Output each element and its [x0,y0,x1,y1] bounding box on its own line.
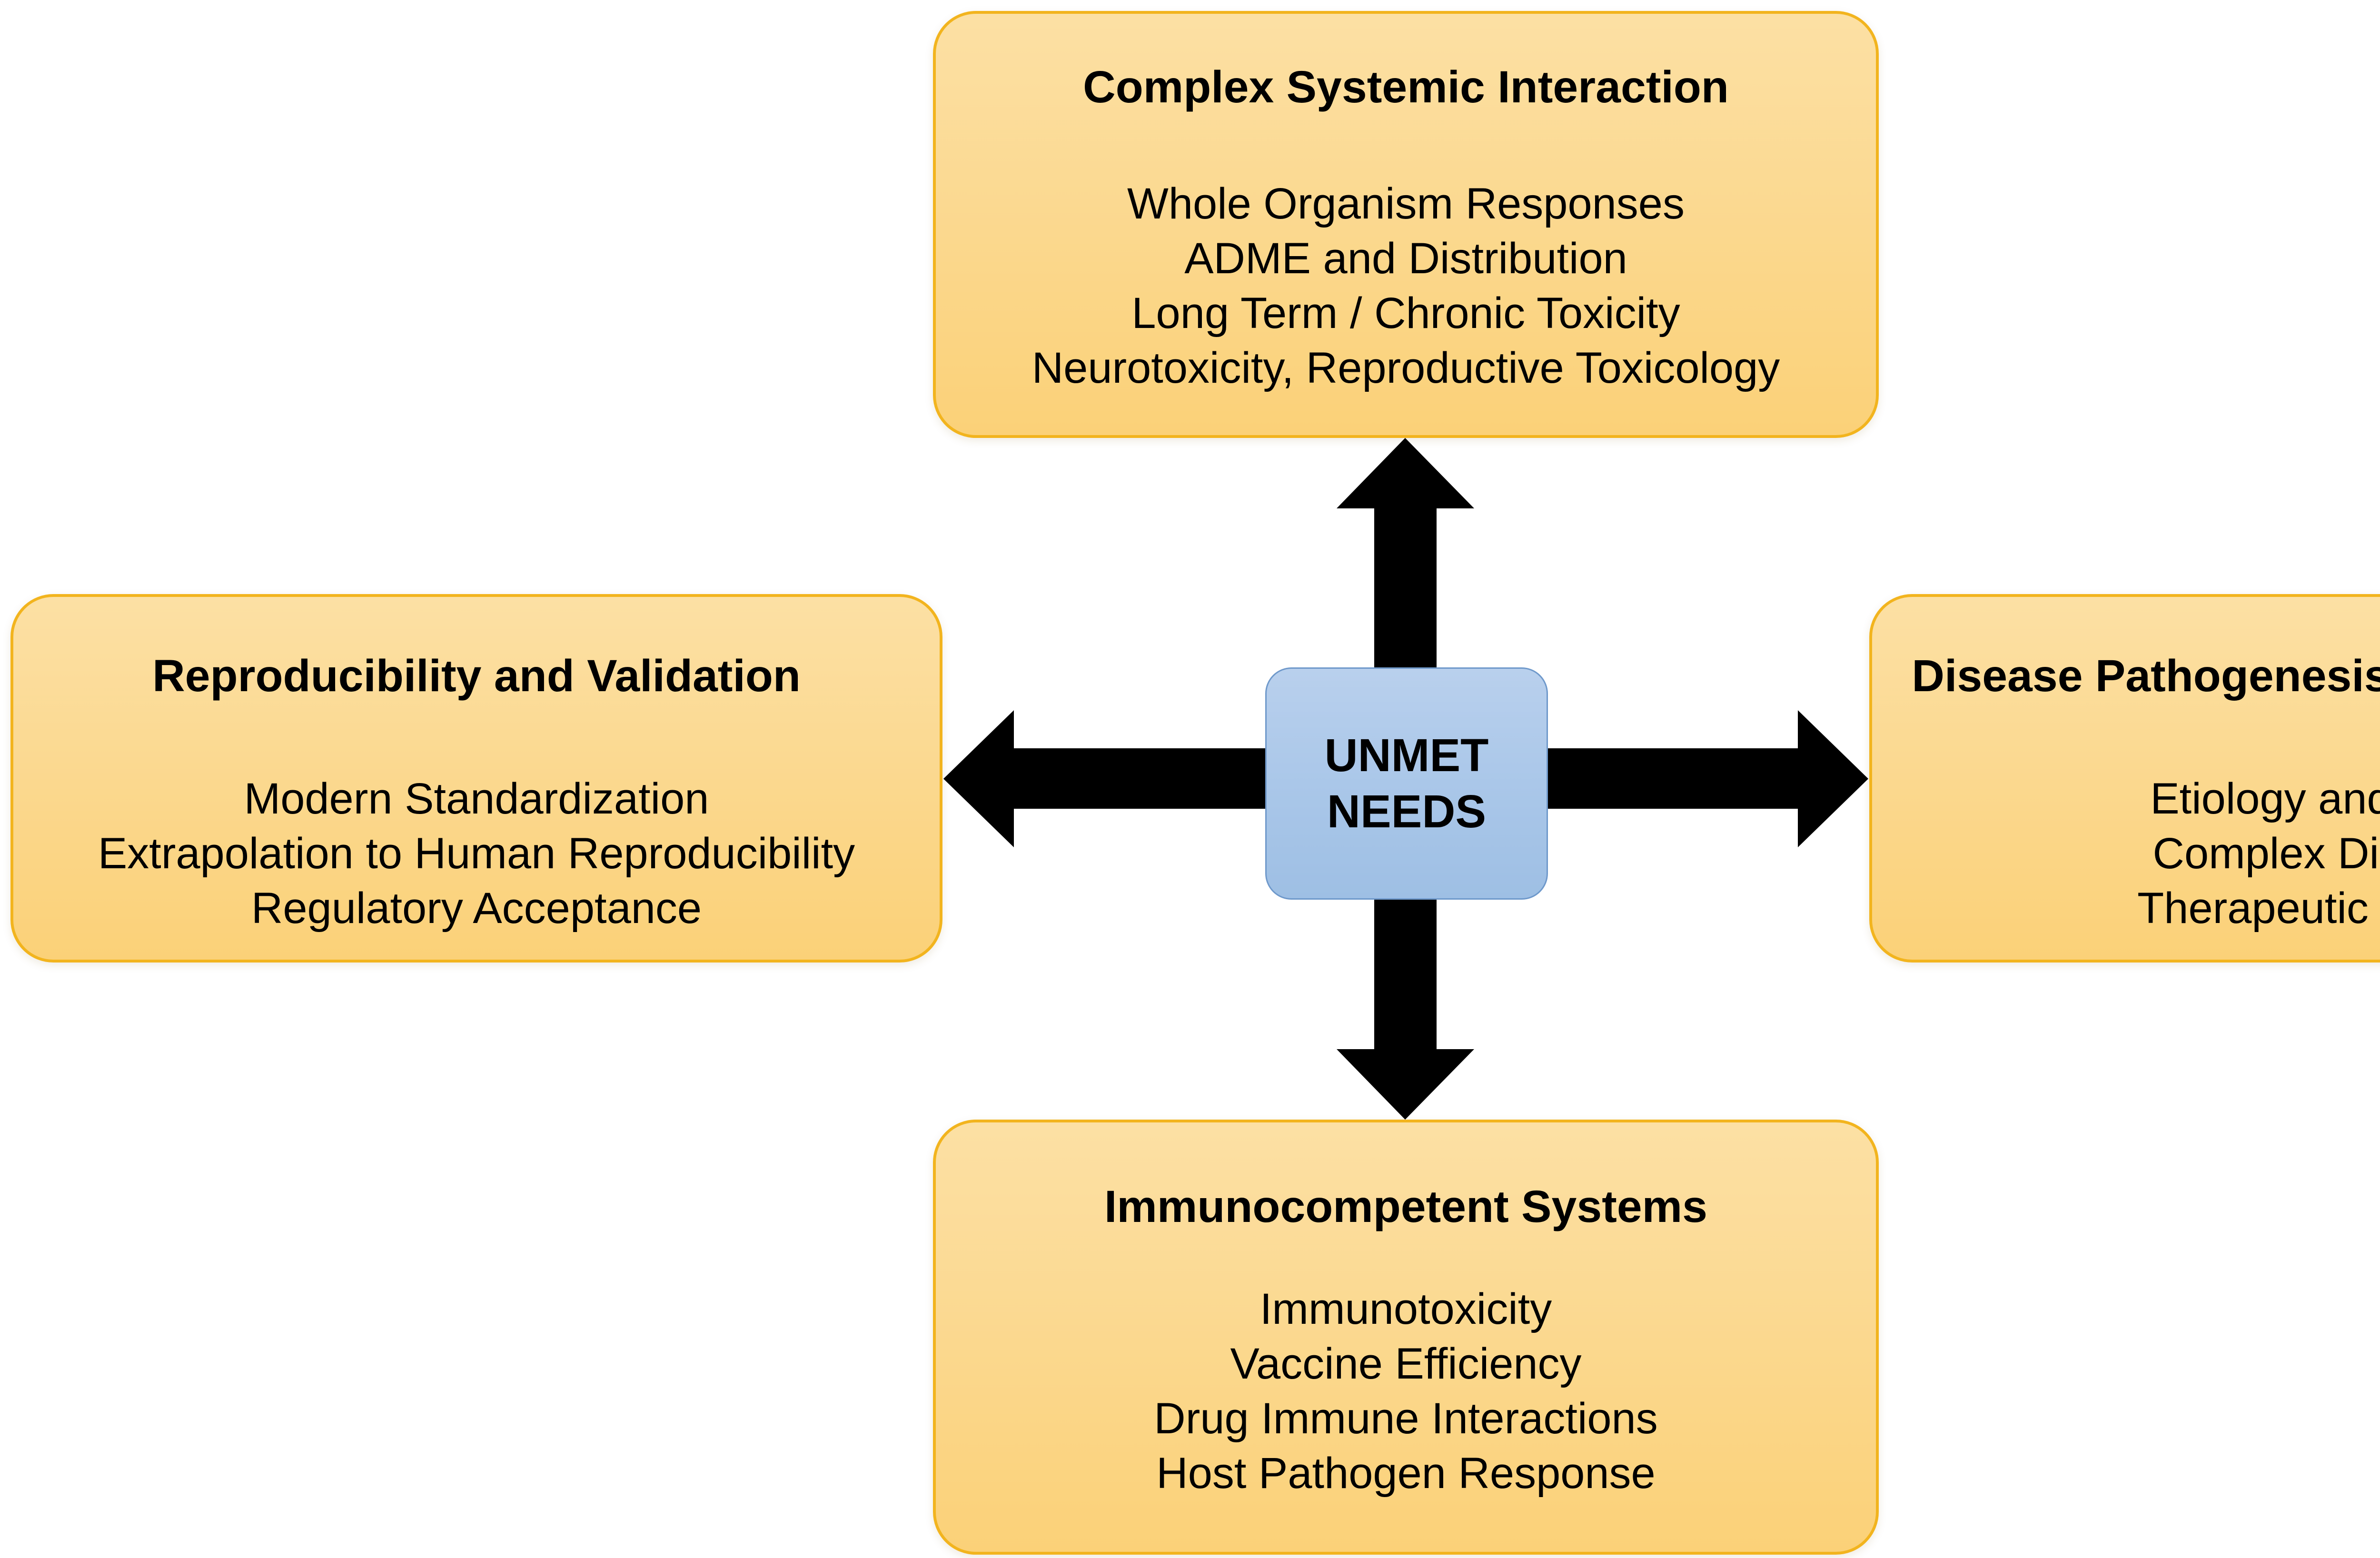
node-item-list: Etiology and OnsetComplex DiseasesTherap… [1872,772,2380,936]
arrow-down-shaft [1374,897,1437,1051]
node-item: Whole Organism Responses [1127,179,1685,228]
node-reproducibility-and-validation: Reproducibility and Validation Modern St… [10,594,942,963]
node-item: Complex Diseases [2152,829,2380,878]
node-item: Vaccine Efficiency [1230,1340,1582,1388]
node-item: Drug Immune Interactions [1154,1394,1658,1443]
node-item: Host Pathogen Response [1156,1449,1656,1498]
node-title: Reproducibility and Validation [152,651,801,701]
node-item: Etiology and Onset [2150,774,2380,823]
node-item: Therapeutic Efficacy [2137,884,2380,933]
arrow-right-shaft [1546,748,1799,809]
arrow-left-shaft [1012,748,1267,809]
node-item: Immunotoxicity [1259,1285,1552,1333]
arrow-down-icon [1337,1049,1474,1120]
node-item: Neurotoxicity, Reproductive Toxicology [1031,344,1780,392]
node-item: Extrapolation to Human Reproducibility [98,829,855,878]
node-complex-systemic-interaction: Complex Systemic Interaction Whole Organ… [933,11,1879,438]
center-label-line: UNMET [1324,729,1489,781]
arrow-right-icon [1798,710,1868,847]
node-item: Long Term / Chronic Toxicity [1131,289,1680,337]
node-item: Modern Standardization [244,774,709,823]
node-title: Immunocompetent Systems [1104,1181,1707,1232]
node-item: ADME and Distribution [1184,234,1627,283]
center-label-line: NEEDS [1327,785,1487,837]
arrow-left-icon [943,710,1014,847]
arrow-up-shaft [1374,507,1437,671]
node-disease-pathogenesis-and-progression: Disease Pathogenesis and Progression Eti… [1869,594,2380,963]
node-item: Regulatory Acceptance [251,884,702,933]
arrow-up-icon [1337,438,1474,508]
node-title: Disease Pathogenesis and Progression [1912,651,2380,701]
node-title: Complex Systemic Interaction [1083,62,1729,112]
